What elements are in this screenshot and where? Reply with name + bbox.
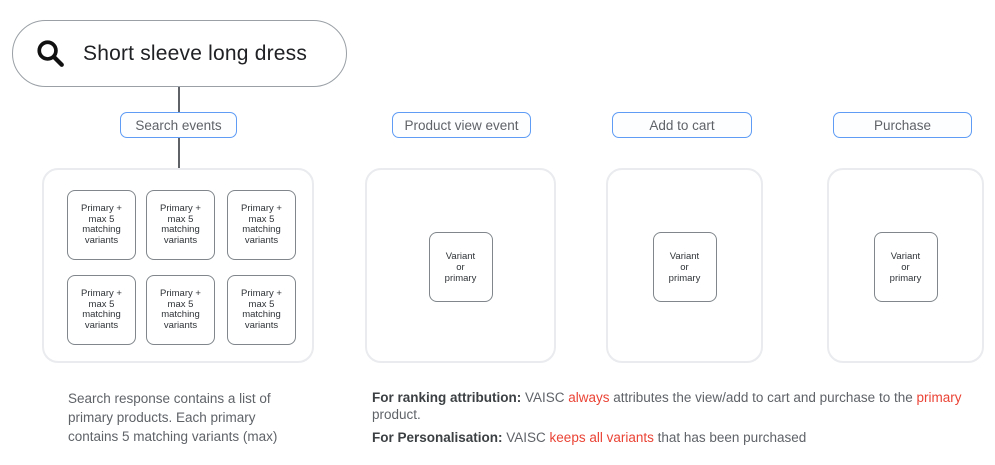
- search-response-note: Search response contains a list of prima…: [68, 391, 278, 444]
- event-label-product-view: Product view event: [392, 112, 531, 138]
- search-query: Short sleeve long dress: [83, 41, 308, 65]
- product-view-container: Variant or primary: [365, 168, 556, 363]
- add-to-cart-container: Variant or primary: [606, 168, 763, 363]
- note-segment: that has been purchased: [653, 430, 807, 445]
- variant-or-primary-box: Variant or primary: [428, 232, 493, 302]
- note-segment: VAISC: [521, 390, 569, 405]
- primary-variants-box: Primary + max 5 matching variants: [227, 275, 296, 345]
- note-segment: product.: [372, 390, 966, 422]
- variant-or-primary-box: Variant or primary: [652, 232, 717, 302]
- event-label-add-to-cart: Add to cart: [612, 112, 752, 138]
- note-segment: keeps all variants: [549, 430, 654, 445]
- note-segment: For ranking attribution:: [372, 390, 522, 405]
- note-segment: VAISC: [502, 430, 550, 445]
- note-segment: attributes the view/add to cart and purc…: [609, 390, 917, 405]
- search-bar: Short sleeve long dress: [12, 20, 347, 87]
- event-label-search-events: Search events: [120, 112, 237, 138]
- primary-variants-box: Primary + max 5 matching variants: [146, 275, 215, 345]
- personalisation-note: For Personalisation: VAISC keeps all var…: [372, 429, 987, 446]
- primary-variants-box: Primary + max 5 matching variants: [146, 190, 215, 260]
- search-icon: [37, 40, 64, 67]
- variant-or-primary-box: Variant or primary: [873, 232, 938, 302]
- primary-variants-box: Primary + max 5 matching variants: [227, 190, 296, 260]
- purchase-container: Variant or primary: [827, 168, 984, 363]
- note-segment: primary: [916, 390, 962, 405]
- primary-variants-box: Primary + max 5 matching variants: [67, 190, 136, 260]
- primary-variants-box: Primary + max 5 matching variants: [67, 275, 136, 345]
- ranking-attribution-note: For ranking attribution: VAISC always at…: [372, 389, 987, 423]
- note-segment: For Personalisation:: [372, 430, 503, 445]
- note-segment: always: [568, 390, 610, 405]
- attribution-notes: For ranking attribution: VAISC always at…: [372, 389, 987, 446]
- event-label-purchase: Purchase: [833, 112, 972, 138]
- search-events-container: Primary + max 5 matching variants Primar…: [42, 168, 314, 363]
